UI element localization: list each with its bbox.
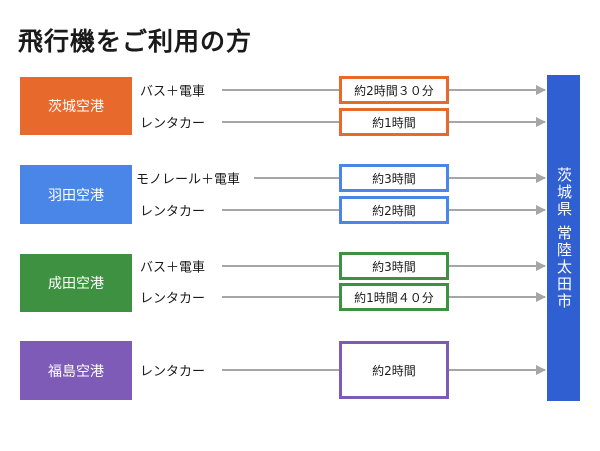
destination-label: 茨城県 常陸太田市 [555, 166, 573, 310]
route-label: モノレール＋電車 [136, 172, 241, 188]
airport-box: 茨城空港 [20, 77, 132, 135]
travel-time-box: 約2時間 [339, 341, 449, 399]
route-label: レンタカー [140, 291, 206, 307]
travel-time-box: 約1時間４０分 [339, 283, 449, 311]
route-label: バス＋電車 [140, 260, 206, 276]
route-label: レンタカー [140, 116, 206, 132]
route-label: レンタカー [140, 204, 206, 220]
travel-time-box: 約1時間 [339, 108, 449, 136]
travel-time-box: 約3時間 [339, 252, 449, 280]
page-title: 飛行機をご利用の方 [18, 27, 253, 56]
airport-box: 羽田空港 [20, 165, 132, 224]
route-label: レンタカー [140, 364, 206, 380]
destination-box: 茨城県 常陸太田市 [547, 75, 580, 401]
airport-box: 成田空港 [20, 254, 132, 312]
travel-time-box: 約2時間３０分 [339, 76, 449, 104]
airport-box: 福島空港 [20, 341, 132, 400]
route-label: バス＋電車 [140, 84, 206, 100]
travel-time-box: 約3時間 [339, 164, 449, 192]
travel-time-box: 約2時間 [339, 196, 449, 224]
